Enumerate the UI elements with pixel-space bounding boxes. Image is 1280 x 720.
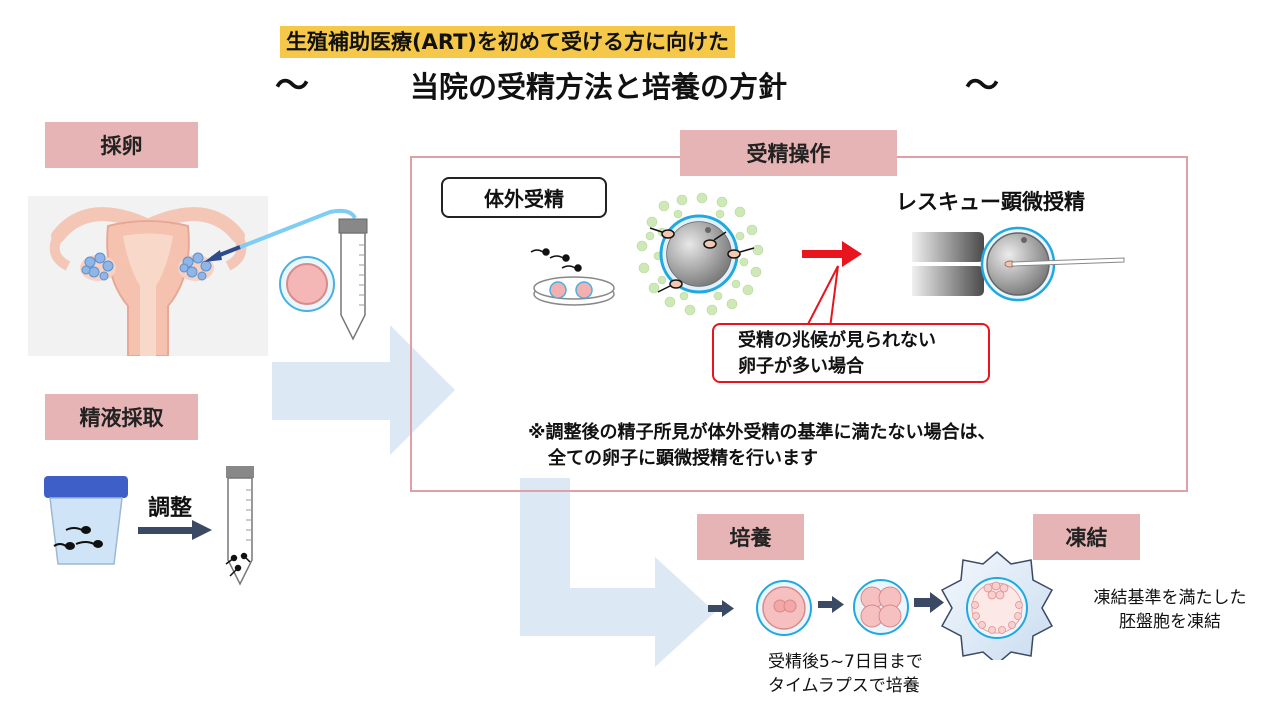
- icsi-note: ※調整後の精子所見が体外受精の基準に満たない場合は、 全ての卵子に顕微授精を行い…: [528, 420, 996, 472]
- fertilization-label: 受精操作: [680, 130, 897, 176]
- retrieval-needle: [204, 208, 357, 262]
- icsi-illustration: [912, 226, 1125, 302]
- callout-pointer: [804, 265, 839, 329]
- centrifuge-tube-icon: [225, 466, 254, 586]
- icsi-label: レスキュー顕微授精: [896, 190, 1085, 214]
- test-tube-icon: [338, 218, 368, 341]
- embryo-progression: [708, 551, 1054, 660]
- flow-arrow-down-right: [520, 478, 715, 667]
- step-arrow-3: [914, 592, 944, 613]
- oocyte-cumulus-icon: [636, 192, 764, 316]
- culture-note: 受精後5~7日目まで タイムラプスで培養: [768, 650, 923, 698]
- adjust-arrow: [138, 520, 212, 540]
- page-title: 当院の受精方法と培養の方針: [410, 70, 788, 104]
- tilde-left: 〜: [275, 66, 309, 106]
- note-line-1: ※調整後の精子所見が体外受精の基準に満たない場合は、: [528, 422, 996, 443]
- freeze-note-line-1: 凍結基準を満たした: [1093, 588, 1247, 608]
- culture-note-line-2: タイムラプスで培養: [768, 676, 920, 696]
- ivf-label: 体外受精: [441, 177, 607, 218]
- culture-dish-icon: [530, 248, 615, 306]
- egg-retrieval-label: 採卵: [45, 122, 198, 168]
- rescue-arrow: [802, 241, 862, 267]
- step-arrow-2: [818, 596, 844, 613]
- culture-label: 培養: [697, 514, 804, 560]
- freeze-label: 凍結: [1033, 514, 1140, 560]
- step-arrow-1: [708, 600, 734, 617]
- tilde-right: 〜: [965, 66, 999, 106]
- callout-line-1: 受精の兆候が見られない: [738, 330, 936, 351]
- callout-line-2: 卵子が多い場合: [738, 356, 864, 377]
- freeze-note-line-2: 胚盤胞を凍結: [1119, 612, 1221, 632]
- rescue-condition-callout: 受精の兆候が見られない 卵子が多い場合: [712, 323, 990, 383]
- flow-arrow-right: [272, 325, 455, 455]
- freeze-note: 凍結基準を満たした 胚盤胞を凍結: [1070, 586, 1270, 634]
- adjust-label: 調整: [148, 496, 193, 521]
- culture-note-line-1: 受精後5~7日目まで: [768, 652, 923, 672]
- note-line-2: 全ての卵子に顕微授精を行います: [548, 448, 818, 469]
- subtitle: 生殖補助医療(ART)を初めて受ける方に向けた: [280, 26, 735, 58]
- semen-collection-label: 精液採取: [45, 394, 198, 440]
- uterus-illustration: [28, 196, 268, 356]
- specimen-cup-icon: [44, 476, 128, 565]
- oocyte-icon: [279, 256, 335, 312]
